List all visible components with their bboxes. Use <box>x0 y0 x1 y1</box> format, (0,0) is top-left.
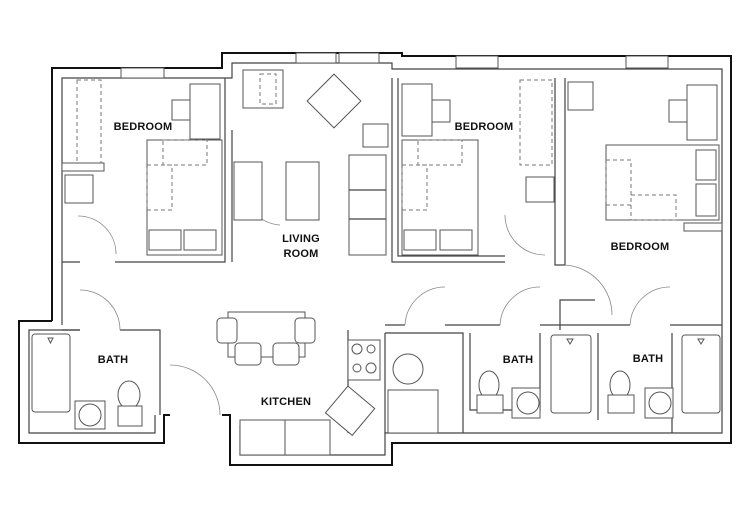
bath-2-3-fixtures <box>476 334 721 419</box>
living-room-furniture <box>233 69 389 256</box>
interior-walls <box>62 78 722 433</box>
room-label-bedroom-2: BEDROOM <box>455 121 514 133</box>
room-label-bedroom-3: BEDROOM <box>611 241 670 253</box>
room-label-kitchen: KITCHEN <box>261 396 311 408</box>
bath-1-fixtures <box>31 333 143 430</box>
bedroom-2-furniture <box>401 79 555 256</box>
room-label-living-line2: ROOM <box>283 248 318 260</box>
bedroom-3-furniture <box>567 81 723 232</box>
room-label-bath-1: BATH <box>98 354 129 366</box>
room-label-bath-3: BATH <box>633 353 664 365</box>
bedroom-1-furniture <box>61 79 223 256</box>
kitchen-furniture <box>216 311 439 456</box>
doors <box>77 184 671 416</box>
exterior-walls <box>18 52 732 466</box>
room-label-bedroom-1: BEDROOM <box>114 121 173 133</box>
windows <box>120 52 669 79</box>
room-label-bath-2: BATH <box>503 354 534 366</box>
room-label-living-line1: LIVING <box>282 233 320 245</box>
